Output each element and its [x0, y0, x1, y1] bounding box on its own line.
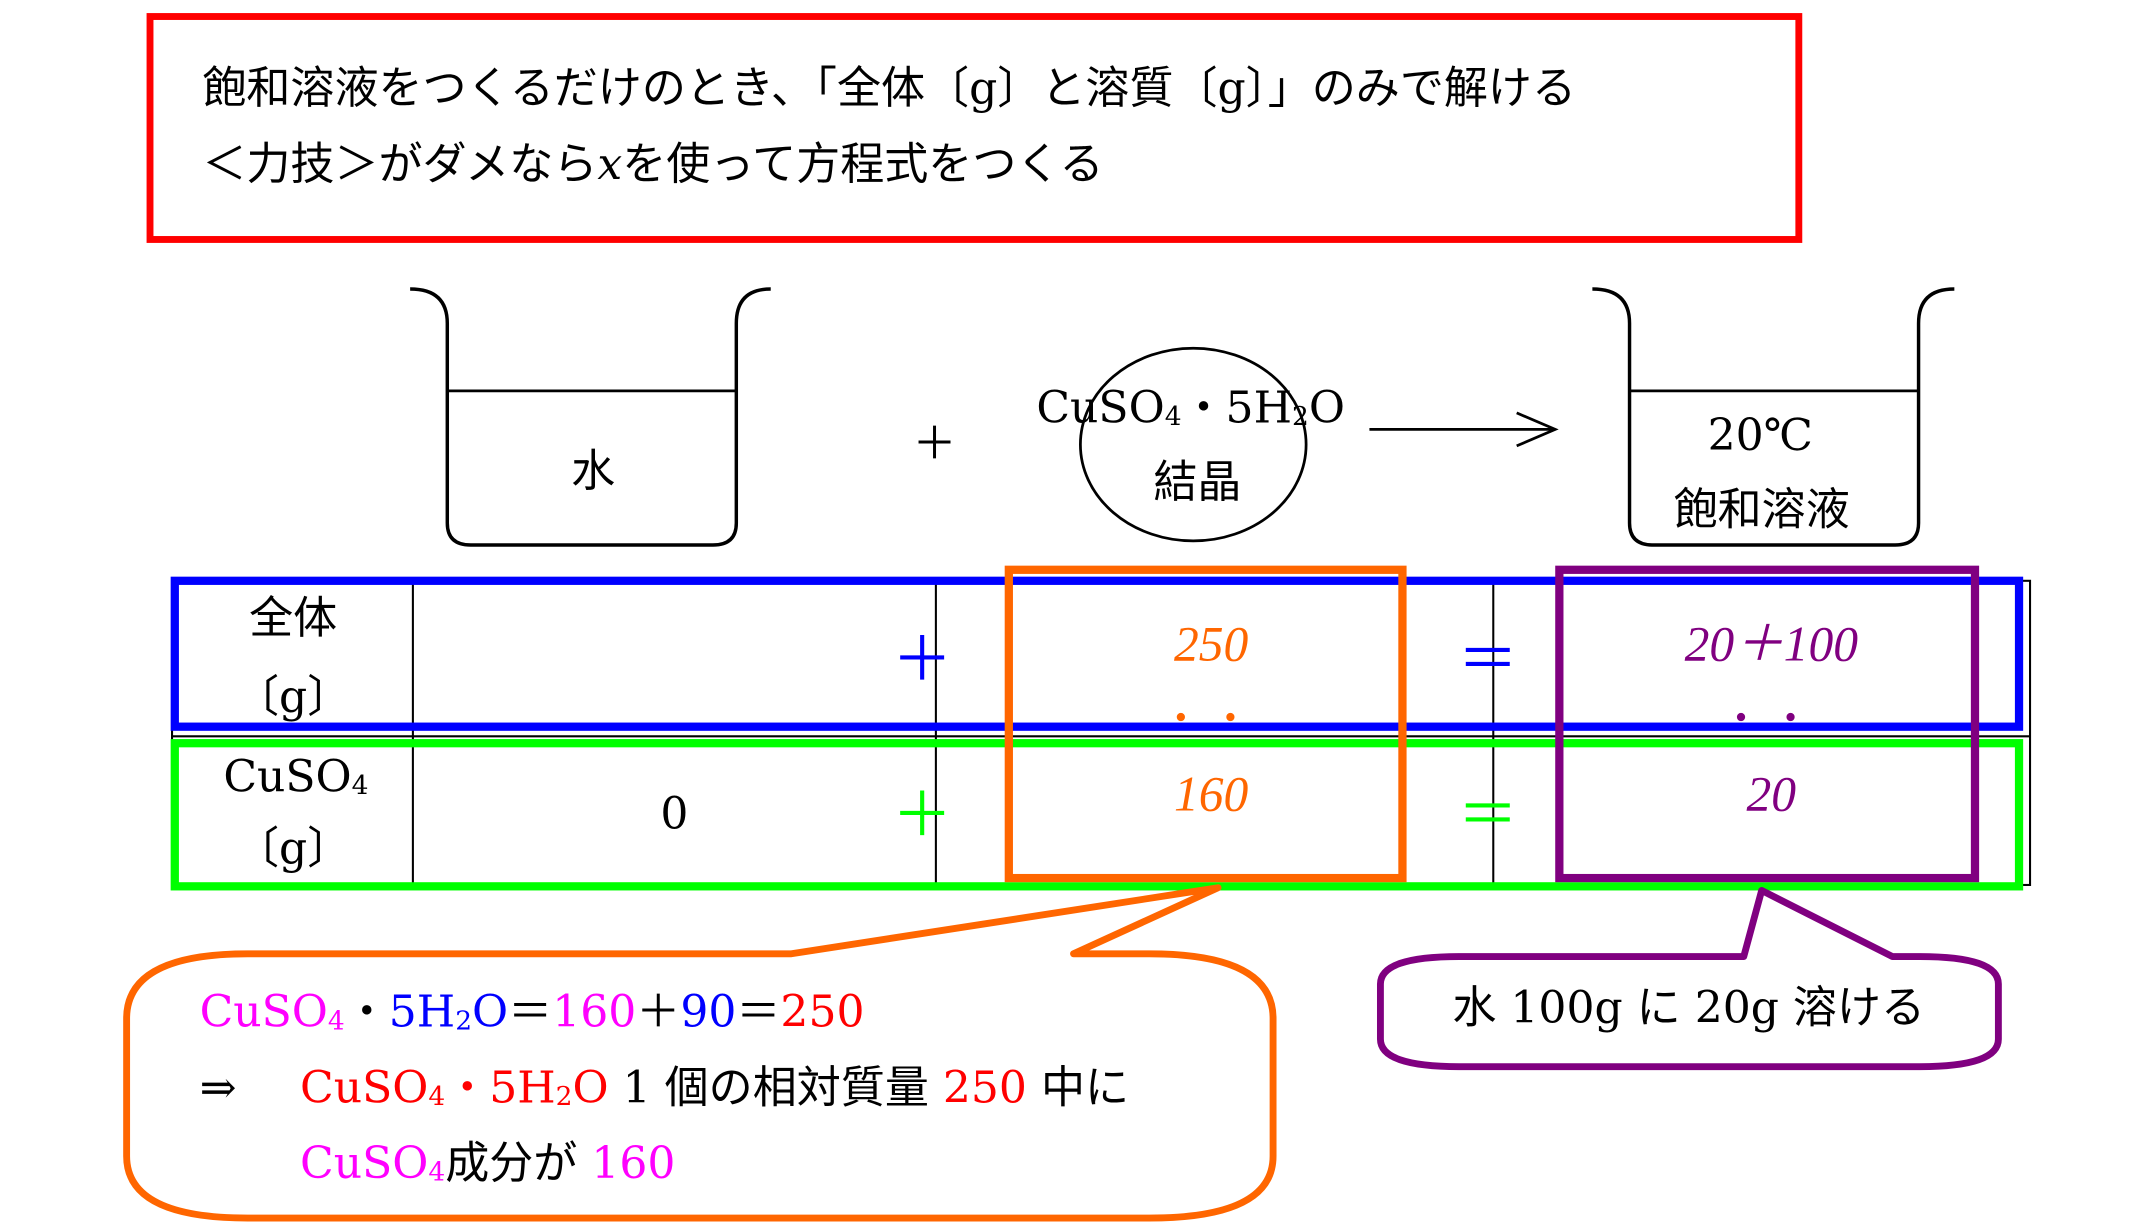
formula-part: ・5H — [1181, 381, 1293, 434]
callout-right-text: 水 100g に 20g 溶ける — [1452, 981, 1926, 1034]
callout-left-arrow: ⇒ — [199, 1061, 237, 1114]
solution-label: 飽和溶液 — [1673, 483, 1850, 536]
arrow-icon — [1369, 411, 1559, 448]
header-frame — [146, 13, 1803, 243]
label-part: CuSO — [223, 750, 352, 803]
formula-part: CuSO — [300, 1136, 429, 1190]
total-crystal-cell: 250 — [1173, 616, 1249, 672]
dots — [1736, 712, 1795, 722]
crystal-ellipse — [1079, 346, 1308, 543]
formula-sub: 4 — [428, 1155, 446, 1188]
header-line-1: 飽和溶液をつくるだけのとき、「全体〔g〕と溶質〔g〕」のみで解ける — [202, 61, 1576, 115]
water-label: 水 — [571, 444, 616, 497]
total-solution-cell: 20＋100 — [1684, 616, 1859, 672]
formula-sub: 2 — [555, 1080, 573, 1112]
water-beaker — [410, 287, 771, 547]
solute-water-cell: 0 — [660, 787, 689, 840]
right-callout-bubble — [1376, 887, 2002, 1071]
formula-part: 5H — [388, 985, 456, 1038]
solute-plus: ＋ — [891, 780, 953, 851]
plus-sign: ＋ — [912, 417, 957, 470]
solute-row-frame — [170, 739, 2024, 891]
formula-part: CuSO — [199, 985, 328, 1038]
text: 成分が — [445, 1136, 592, 1190]
formula-sub: 4 — [1164, 400, 1182, 433]
plus: ＋ — [636, 985, 681, 1038]
header-line-2-pre: ＜力技＞がダメなら — [202, 137, 598, 190]
equals: ＝ — [736, 985, 781, 1038]
row-label-total: 全体 — [249, 591, 338, 645]
number: 250 — [942, 1061, 1027, 1114]
variable-x: x — [597, 137, 623, 190]
number: 160 — [591, 1136, 676, 1190]
solute-equals: ＝ — [1457, 780, 1519, 851]
formula-part: ・5H — [445, 1061, 556, 1114]
formula-part: O — [1308, 381, 1345, 434]
total-row-frame — [170, 576, 2024, 731]
formula-part: ・ — [344, 985, 389, 1038]
number: 160 — [552, 985, 637, 1038]
formula-part: O — [472, 985, 509, 1038]
row-label-unit: 〔g〕 — [235, 821, 352, 874]
dots — [1176, 712, 1235, 722]
formula-part: CuSO — [1036, 381, 1165, 434]
text: 1 個の相対質量 — [608, 1061, 943, 1114]
crystal-column-frame — [1004, 565, 1407, 883]
formula-part: O — [572, 1061, 609, 1114]
text: 中に — [1026, 1061, 1130, 1114]
formula-sub: 4 — [428, 1080, 446, 1112]
number: 90 — [680, 985, 737, 1038]
solute-crystal-cell: 160 — [1173, 766, 1249, 822]
formula-part: CuSO — [300, 1061, 429, 1114]
header-line-2-post: を使って方程式をつくる — [622, 137, 1104, 190]
solution-temp: 20℃ — [1707, 408, 1813, 462]
formula-sub: 2 — [1292, 400, 1309, 433]
header-line-2: ＜力技＞がダメならxを使って方程式をつくる — [202, 142, 1103, 186]
formula-sub: 2 — [455, 1004, 473, 1037]
formula-sub: 4 — [327, 1004, 345, 1037]
crystal-label: 結晶 — [1153, 455, 1242, 508]
crystal-formula: CuSO4・5H2O — [1036, 385, 1345, 429]
label-sub: 4 — [351, 769, 369, 801]
callout-left-line-1: CuSO4・5H2O＝160＋90＝250 — [200, 990, 865, 1034]
total-plus: ＋ — [891, 624, 953, 696]
equals: ＝ — [508, 985, 553, 1038]
total-equals: ＝ — [1457, 624, 1519, 696]
row-label-solute: CuSO4 — [223, 754, 368, 798]
number: 250 — [780, 985, 865, 1038]
solution-beaker — [1592, 287, 1955, 547]
row-label-unit: 〔g〕 — [235, 670, 352, 723]
solution-column-frame — [1555, 565, 1980, 883]
left-callout-bubble — [123, 884, 1277, 1222]
callout-left-line-3: CuSO4成分が 160 — [300, 1141, 675, 1185]
solute-solution-cell: 20 — [1746, 766, 1797, 822]
callout-left-line-2: CuSO4・5H2O 1 個の相対質量 250 中に — [300, 1065, 1129, 1109]
